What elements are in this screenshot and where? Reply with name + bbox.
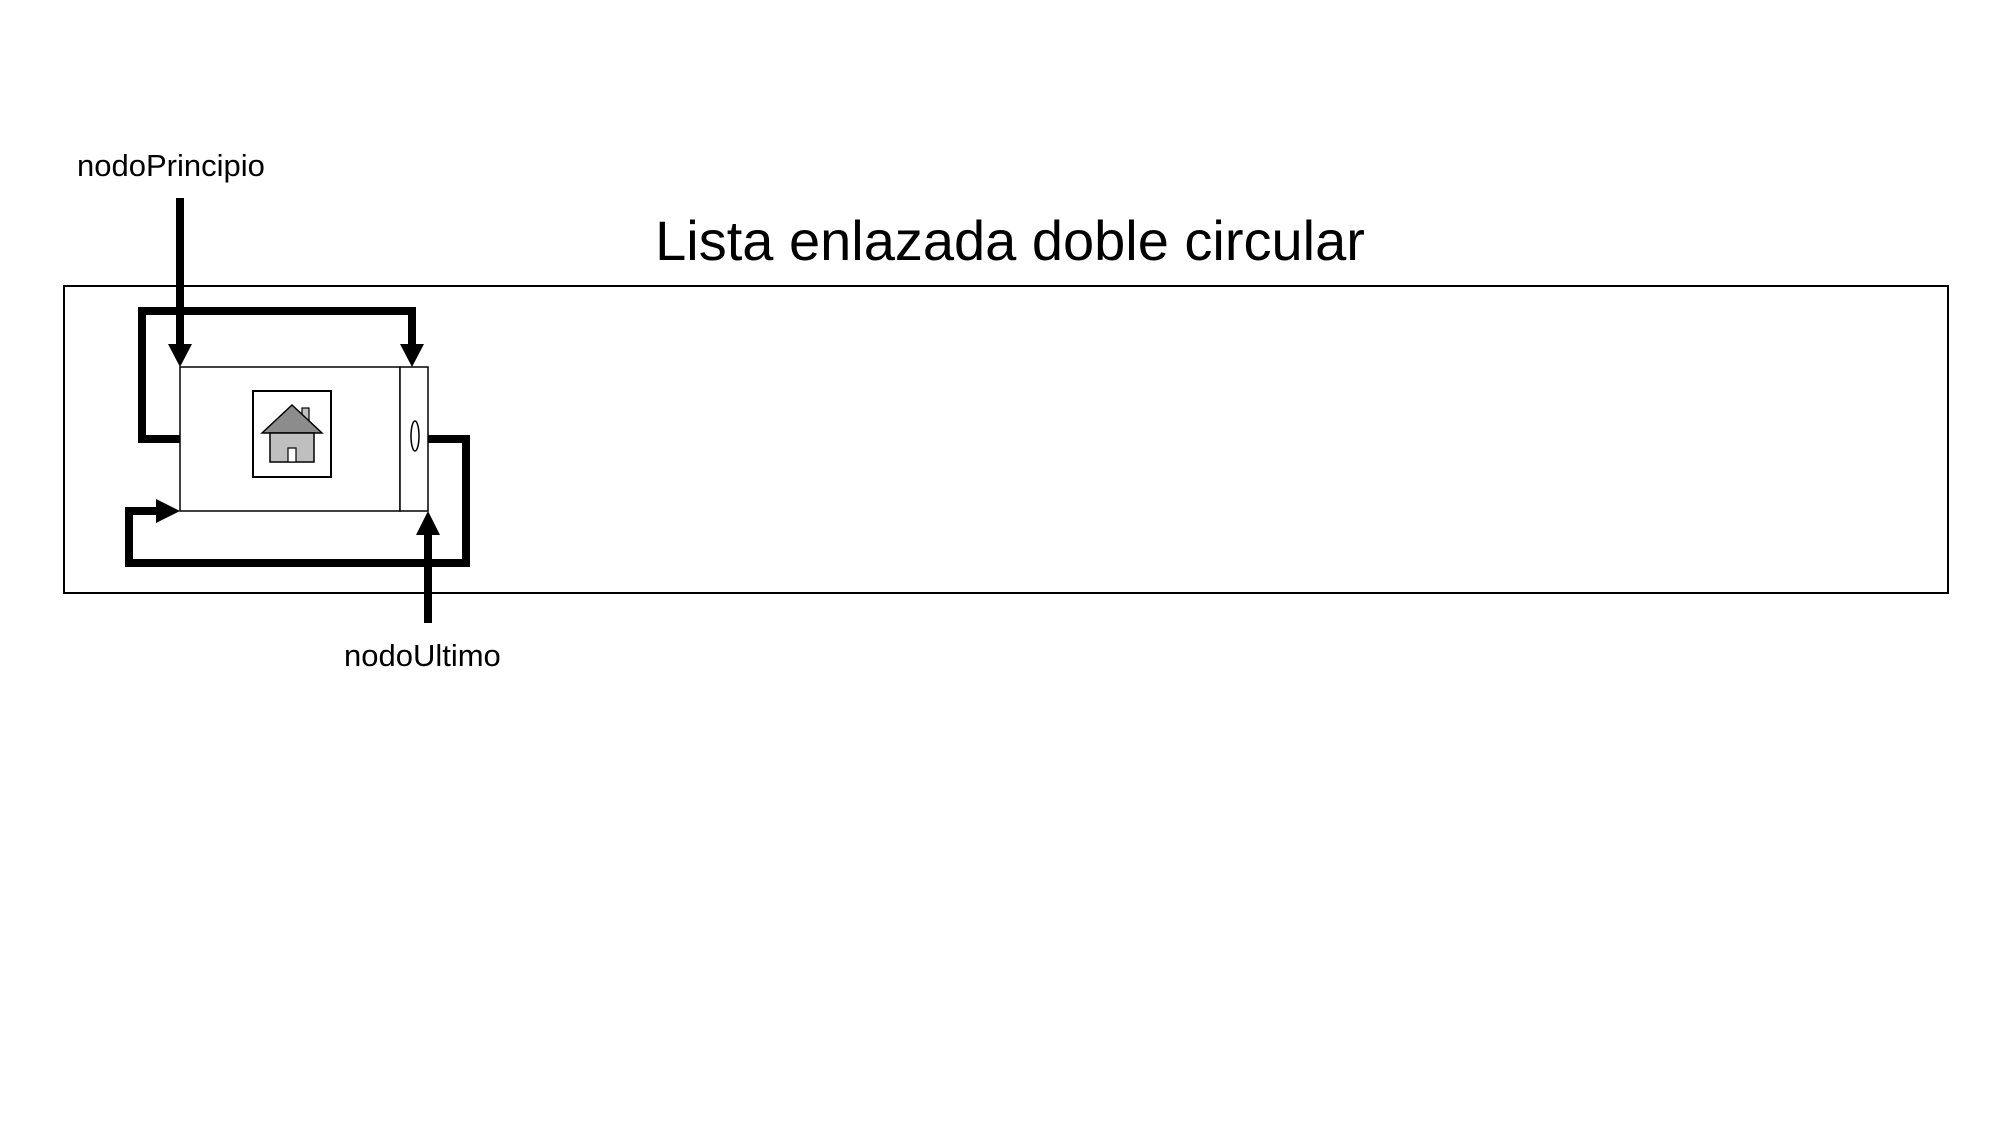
- nodo-ultimo-arrow: [416, 511, 440, 623]
- diagram-title: Lista enlazada doble circular: [0, 208, 2000, 273]
- pointer-dot-icon: [410, 420, 420, 452]
- list-node: [179, 366, 429, 512]
- nodo-ultimo-label: nodoUltimo: [344, 638, 501, 673]
- prev-loop-arrow: [138, 307, 424, 443]
- next-loop-arrow: [125, 435, 470, 567]
- nodo-principio-label: nodoPrincipio: [77, 148, 265, 183]
- diagram-title-text: Lista enlazada doble circular: [655, 209, 1365, 272]
- nodo-principio-arrow: [168, 198, 192, 367]
- house-icon: [260, 403, 324, 463]
- list-container: [63, 285, 1949, 594]
